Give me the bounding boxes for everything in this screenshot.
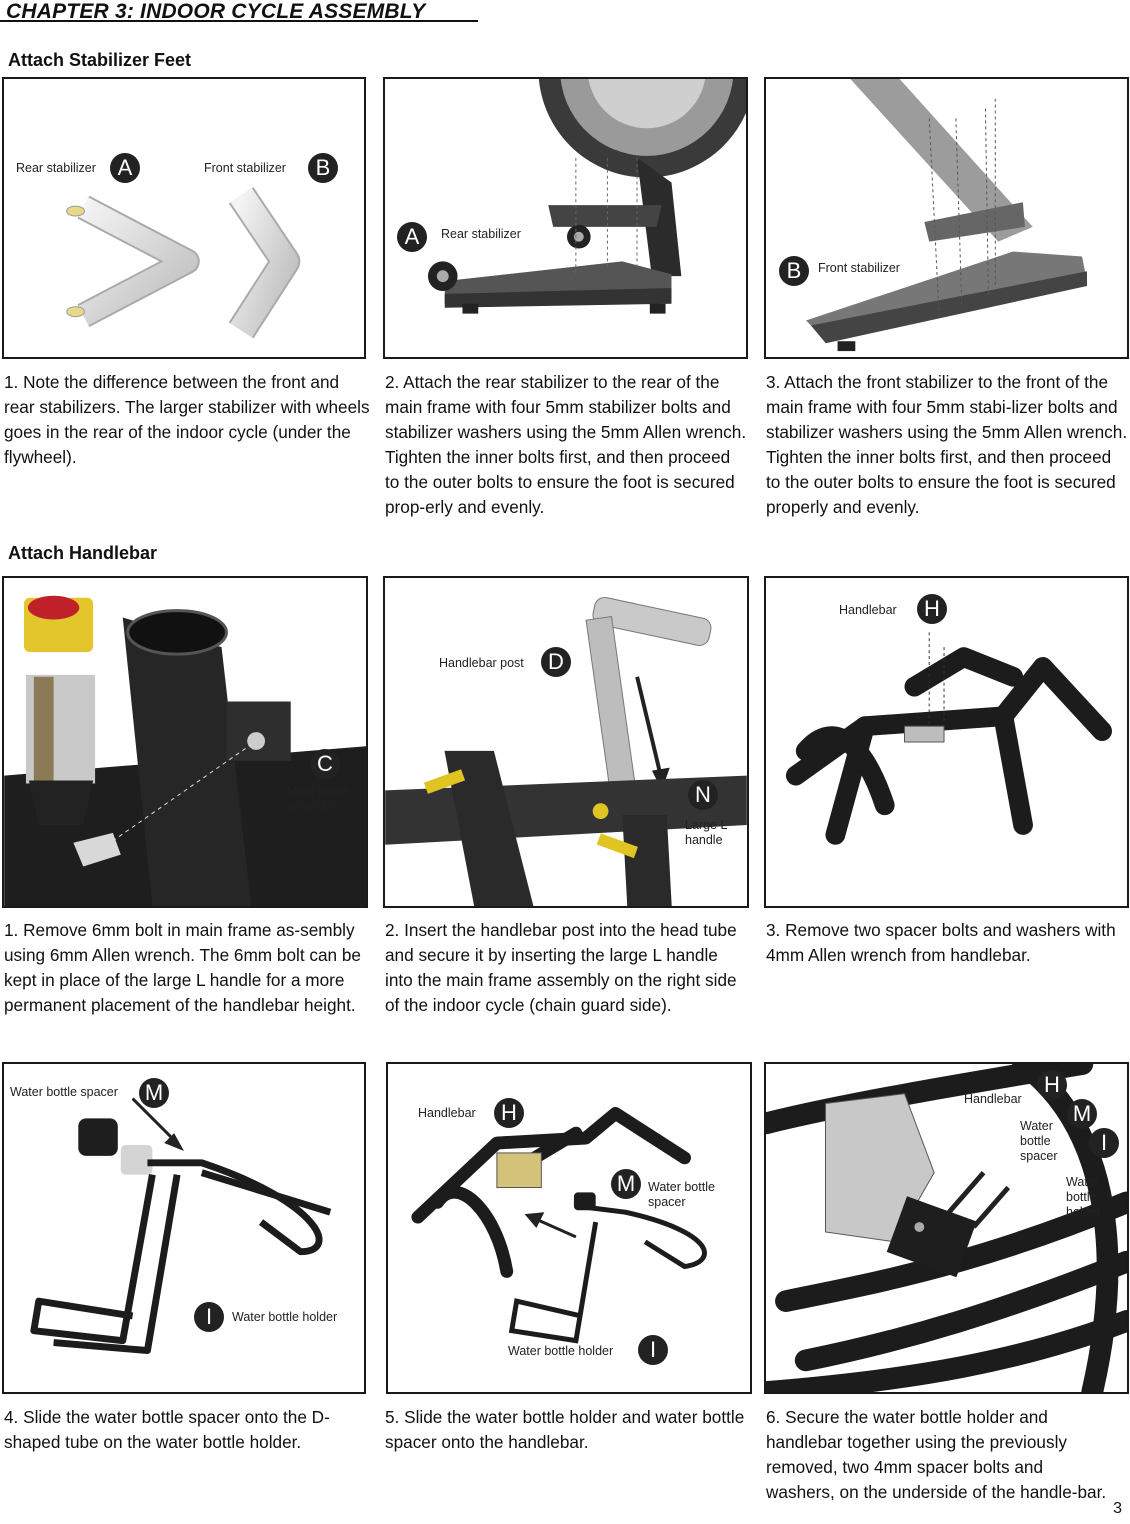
figure-secure-holder: Handlebar H M Water bottle spacer I Wate… bbox=[764, 1062, 1129, 1394]
handlebar-label: Handlebar bbox=[418, 1106, 476, 1120]
figure-front-stabilizer-attach: B Front stabilizer bbox=[764, 77, 1129, 359]
step-3-handlebar-text: 3. Remove two spacer bolts and washers w… bbox=[766, 920, 1116, 965]
part-badge-a: A bbox=[397, 222, 427, 252]
large-l-handle-label: Large L handle bbox=[685, 818, 727, 847]
part-badge-m: M bbox=[139, 1078, 169, 1108]
part-badge-i: I bbox=[194, 1302, 224, 1332]
chapter-title: CHAPTER 3: INDOOR CYCLE ASSEMBLY bbox=[6, 0, 426, 23]
part-badge-n: N bbox=[688, 780, 718, 810]
part-badge-i: I bbox=[638, 1335, 668, 1365]
part-badge-i: I bbox=[1089, 1128, 1119, 1158]
part-badge-m: M bbox=[611, 1169, 641, 1199]
front-stabilizer-illustration bbox=[806, 79, 1087, 352]
handlebar-illustration bbox=[785, 632, 1112, 845]
figure-slide-holder-onto-handlebar: Handlebar H M Water bottle spacer Water … bbox=[386, 1062, 752, 1394]
water-bottle-holder-label: Water bottle holder bbox=[1066, 1175, 1101, 1219]
part-badge-h: H bbox=[1037, 1070, 1067, 1100]
step-1-stabilizer-text: 1. Note the difference between the front… bbox=[4, 372, 370, 467]
handlebar-post-illustration bbox=[385, 596, 747, 906]
step-1-handlebar-text: 1. Remove 6mm bolt in main frame as-semb… bbox=[4, 920, 361, 1015]
front-stabilizer-label: Front stabilizer bbox=[204, 161, 286, 175]
front-stabilizer-label: Front stabilizer bbox=[818, 261, 900, 275]
figure-insert-handlebar-post: Handlebar post D N Large L handle bbox=[383, 576, 749, 908]
secured-holder-illustration bbox=[766, 1064, 1127, 1392]
figure-stabilizer-comparison: Rear stabilizer A Front stabilizer B bbox=[2, 77, 366, 359]
rear-stabilizer-illustration bbox=[427, 79, 746, 314]
handlebar-label: Handlebar bbox=[964, 1092, 1022, 1106]
figure-remove-bolt: C Main frame assembly bbox=[2, 576, 368, 908]
part-badge-a: A bbox=[110, 153, 140, 183]
part-badge-h: H bbox=[494, 1098, 524, 1128]
part-badge-h: H bbox=[917, 594, 947, 624]
rear-stabilizer-label: Rear stabilizer bbox=[441, 227, 521, 241]
section-heading-stabilizer: Attach Stabilizer Feet bbox=[8, 50, 192, 70]
main-frame-bolt-illustration bbox=[4, 595, 366, 906]
part-badge-c: C bbox=[310, 749, 340, 779]
water-bottle-holder-label: Water bottle holder bbox=[232, 1310, 338, 1324]
figure-remove-spacer-bolts: Handlebar H bbox=[764, 576, 1129, 908]
step-5-text: 5. Slide the water bottle holder and wat… bbox=[385, 1407, 745, 1452]
figure-rear-stabilizer-attach: A Rear stabilizer bbox=[383, 77, 748, 359]
main-frame-assembly-label: Main frame assembly bbox=[287, 784, 350, 813]
step-3-stabilizer-text: 3. Attach the front stabilizer to the fr… bbox=[766, 372, 1128, 517]
water-bottle-holder-label: Water bottle holder bbox=[508, 1344, 614, 1358]
water-bottle-spacer-label: Water bottle spacer bbox=[10, 1085, 118, 1099]
title-underline bbox=[0, 20, 478, 22]
step-4-text: 4. Slide the water bottle spacer onto th… bbox=[4, 1407, 330, 1452]
figure-water-bottle-spacer: Water bottle spacer M I Water bottle hol… bbox=[2, 1062, 366, 1394]
rear-stabilizer-label: Rear stabilizer bbox=[16, 161, 96, 175]
step-2-stabilizer-text: 2. Attach the rear stabilizer to the rea… bbox=[385, 372, 747, 517]
step-6-text: 6. Secure the water bottle holder and ha… bbox=[766, 1407, 1107, 1502]
page-number: 3 bbox=[1113, 1500, 1122, 1517]
holder-on-handlebar-illustration bbox=[411, 1106, 707, 1344]
stabilizer-comparison-illustration bbox=[66, 187, 301, 339]
water-bottle-holder-illustration bbox=[30, 1097, 332, 1354]
part-badge-m: M bbox=[1067, 1099, 1097, 1129]
section-heading-handlebar: Attach Handlebar bbox=[8, 543, 158, 563]
water-bottle-spacer-label: Water bottle spacer bbox=[648, 1180, 715, 1209]
step-2-handlebar-text: 2. Insert the handlebar post into the he… bbox=[385, 920, 737, 1015]
part-badge-b: B bbox=[308, 153, 338, 183]
handlebar-label: Handlebar bbox=[839, 603, 897, 617]
part-badge-b: B bbox=[779, 256, 809, 286]
water-bottle-spacer-label: Water bottle spacer bbox=[1020, 1119, 1058, 1163]
part-badge-d: D bbox=[541, 647, 571, 677]
handlebar-post-label: Handlebar post bbox=[439, 656, 524, 670]
